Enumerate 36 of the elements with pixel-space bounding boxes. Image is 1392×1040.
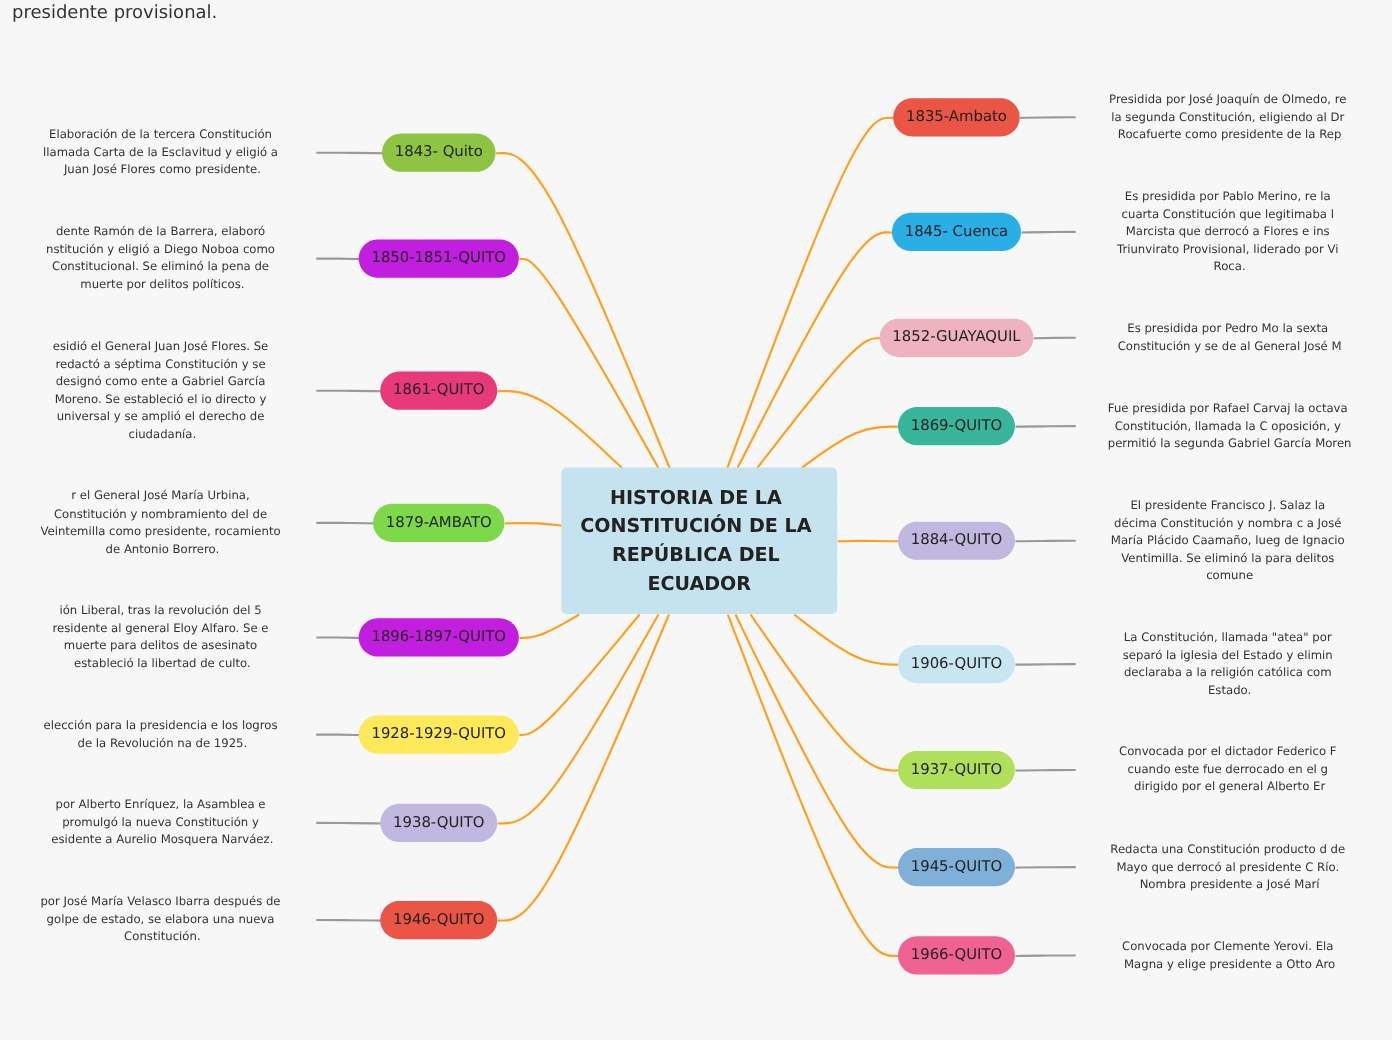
connector (793, 613, 899, 666)
connector (756, 337, 881, 469)
connector (316, 521, 374, 525)
connector (497, 390, 623, 469)
connector (316, 821, 381, 825)
connector (316, 389, 381, 393)
note-text: presidente provisional. (12, 4, 218, 24)
connector (1020, 116, 1076, 119)
connector (1015, 768, 1076, 772)
connector (316, 733, 360, 737)
connector (1015, 425, 1076, 428)
connector (749, 613, 899, 772)
connector (504, 522, 562, 527)
connector (800, 425, 899, 469)
connector (1021, 230, 1076, 234)
connector (519, 613, 641, 737)
connector (1015, 866, 1076, 869)
connector (496, 152, 671, 469)
connector (734, 614, 899, 869)
connector (316, 151, 383, 155)
connector (316, 636, 360, 640)
connector (316, 257, 360, 261)
connector (519, 257, 660, 469)
connector (497, 614, 660, 825)
connector (837, 539, 899, 543)
connector (519, 613, 580, 640)
connector (1033, 336, 1076, 340)
connector (1015, 663, 1076, 666)
connector (726, 116, 894, 469)
connector (1015, 954, 1076, 958)
connector (497, 614, 670, 922)
connector (316, 919, 381, 922)
connector (1015, 539, 1076, 543)
node-box: HISTORIA DE LA CONSTITUCIÓN DE LA REPÚBLICA DEL ECUADOR (561, 467, 838, 614)
connector (736, 231, 893, 469)
connector (726, 614, 899, 958)
